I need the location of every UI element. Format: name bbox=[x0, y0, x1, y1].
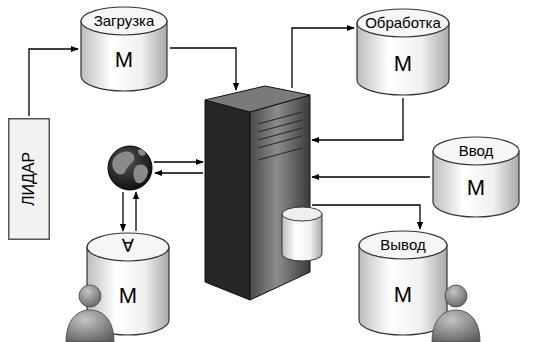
server-top bbox=[205, 86, 310, 112]
cylinder-label: Загрузка bbox=[94, 13, 155, 30]
link-line bbox=[170, 48, 236, 90]
cylinder-label: Обработка bbox=[365, 15, 441, 32]
cylinder-label: Вывод bbox=[380, 237, 425, 254]
cylinder-label: ∀ bbox=[122, 237, 134, 257]
cylinder-top bbox=[433, 137, 519, 165]
cylinder-top bbox=[357, 9, 449, 37]
globe-icon bbox=[108, 146, 152, 190]
server-slots bbox=[258, 112, 302, 160]
server-front bbox=[250, 95, 310, 300]
storage-cylinder: ВводМ bbox=[432, 136, 520, 218]
link-line bbox=[312, 205, 420, 229]
server-side bbox=[205, 100, 250, 300]
device-box-outline bbox=[9, 119, 50, 240]
storage-cylinder: ЗагрузкаМ bbox=[80, 6, 168, 92]
storage-cylinder: ОбработкаМ bbox=[356, 8, 450, 96]
link-line bbox=[155, 172, 203, 173]
cylinder-label: Ввод bbox=[459, 143, 494, 160]
storage-cylinder: ВыводМ bbox=[358, 230, 448, 336]
link-line bbox=[292, 28, 354, 88]
volume-letter: М bbox=[394, 52, 412, 76]
cylinder-top bbox=[81, 7, 167, 35]
volume-letter: М bbox=[119, 284, 137, 308]
connector-arrow bbox=[29, 49, 78, 116]
user-icon bbox=[432, 285, 480, 342]
link-line bbox=[312, 176, 430, 177]
volume-letter: М bbox=[467, 176, 485, 200]
volume-letter: М bbox=[115, 48, 133, 72]
server-tower bbox=[205, 86, 322, 300]
device-box: ЛИДАР bbox=[8, 118, 50, 240]
user-icon bbox=[66, 285, 114, 342]
device-label: ЛИДАР bbox=[20, 152, 38, 206]
link-line bbox=[154, 161, 203, 162]
storage-cylinder: ∀М bbox=[86, 232, 170, 336]
link-line bbox=[135, 192, 136, 231]
cylinder-top bbox=[87, 233, 169, 261]
link-line bbox=[312, 98, 403, 140]
volume-letter: М bbox=[394, 283, 412, 307]
link-line bbox=[122, 192, 123, 231]
cylinder-top bbox=[359, 231, 447, 259]
server-disk bbox=[282, 207, 322, 261]
